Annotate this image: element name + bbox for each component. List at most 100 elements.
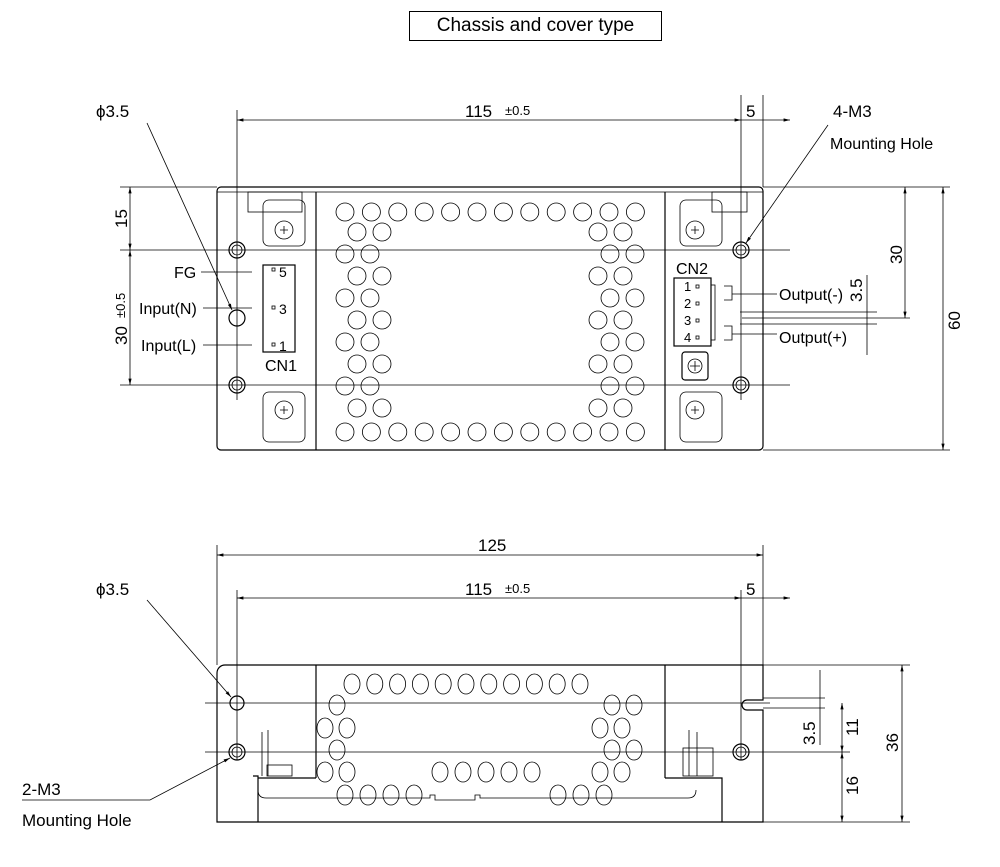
vent-hole (613, 266, 633, 286)
pin-label: 3 (684, 313, 691, 328)
vent-hole (411, 673, 429, 695)
vent-hole (347, 266, 367, 286)
vent-hole (503, 673, 521, 695)
vent-hole (588, 266, 608, 286)
vent-hole (625, 739, 643, 761)
vent-hole (548, 673, 566, 695)
vent-hole (388, 202, 408, 222)
vent-hole (336, 784, 354, 806)
hole-dia-label: ϕ3.5 (96, 102, 129, 121)
vent-hole (599, 202, 619, 222)
top-view: 115 ±0.5 5 15 30 ±0.5 30 60 3.5 ϕ3.5 4-M… (96, 95, 964, 451)
vent-hole (572, 784, 590, 806)
vent-hole (347, 398, 367, 418)
vent-hole (338, 761, 356, 783)
vent-hole (549, 784, 567, 806)
dim-3-5: 3.5 (847, 278, 866, 302)
vent-hole (335, 202, 355, 222)
vent-hole (434, 673, 452, 695)
vent-hole (588, 354, 608, 374)
vent-hole (625, 694, 643, 716)
vent-hole (457, 673, 475, 695)
vent-hole (328, 739, 346, 761)
vent-hole (588, 222, 608, 242)
mounting-hole (228, 241, 246, 259)
vent-hole (600, 288, 620, 308)
dim-16: 16 (843, 776, 862, 795)
vent-hole (441, 202, 461, 222)
screw-icon (685, 400, 705, 420)
dim-tolerance: ±0.5 (113, 293, 128, 318)
drawing-title: Chassis and cover type (409, 11, 662, 41)
vent-hole (603, 739, 621, 761)
label-output-neg: Output(-) (779, 287, 843, 304)
vent-hole (603, 694, 621, 716)
adjust-potentiometer (681, 351, 709, 381)
pin-label: 1 (279, 338, 287, 354)
dim-115: 115 (465, 580, 492, 599)
fg-hole (228, 309, 246, 327)
vent-hole (480, 673, 498, 695)
mounting-hole (228, 376, 246, 394)
vent-hole (477, 761, 495, 783)
screw-icon (274, 400, 294, 420)
vent-hole (573, 422, 592, 442)
vent-hole (431, 761, 449, 783)
label-output-pos: Output(+) (779, 330, 847, 347)
vent-hole (347, 222, 367, 242)
dim-30-right: 30 (887, 245, 906, 264)
chassis-side-outline (216, 664, 764, 823)
vent-hole (366, 673, 384, 695)
vent-hole (493, 422, 513, 442)
vent-hole (343, 673, 361, 695)
vent-hole (613, 354, 633, 374)
vent-hole (347, 310, 367, 330)
mount-hole-count: 4-M3 (833, 102, 872, 121)
dim-tolerance: ±0.5 (505, 581, 530, 596)
vent-hole (599, 422, 619, 442)
vent-hole (335, 244, 355, 264)
dim-5: 5 (746, 580, 755, 599)
label-fg: FG (174, 265, 196, 282)
pin-label: 5 (279, 264, 287, 280)
pin-label: 4 (684, 330, 691, 345)
connector-name: CN1 (265, 358, 297, 375)
vent-hole (360, 244, 380, 264)
vent-hole (361, 422, 381, 442)
vent-hole (573, 202, 592, 222)
pin-label: 2 (684, 296, 691, 311)
hole-dia-label: ϕ3.5 (96, 580, 129, 599)
vent-hole (600, 244, 620, 264)
connector-name: CN2 (676, 261, 708, 278)
vent-hole (613, 717, 631, 739)
vent-hole (613, 761, 631, 783)
vent-hole (338, 717, 356, 739)
vent-holes (335, 202, 645, 442)
vent-holes (316, 673, 643, 806)
chassis-outline (216, 186, 764, 451)
vent-hole (625, 244, 645, 264)
pin-label: 1 (684, 279, 691, 294)
vent-hole (546, 422, 566, 442)
vent-hole (361, 202, 381, 222)
vent-hole (625, 288, 645, 308)
label-input-n: Input(N) (139, 301, 197, 318)
connector-cn1: 5 3 1 CN1 (262, 264, 297, 375)
vent-hole (493, 202, 513, 222)
vent-hole (335, 422, 355, 442)
vent-hole (316, 761, 334, 783)
vent-hole (316, 717, 334, 739)
vent-hole (328, 694, 346, 716)
dim-36: 36 (883, 733, 902, 752)
dim-5: 5 (746, 102, 755, 121)
mount-hole-label: Mounting Hole (830, 136, 933, 153)
mount-hole-label: Mounting Hole (22, 811, 132, 830)
label-input-l: Input(L) (141, 338, 196, 355)
dim-60: 60 (945, 311, 964, 330)
mounting-hole (732, 241, 750, 259)
vent-hole (523, 761, 541, 783)
vent-hole (626, 422, 645, 442)
vent-hole (405, 784, 423, 806)
dim-15: 15 (112, 209, 131, 228)
